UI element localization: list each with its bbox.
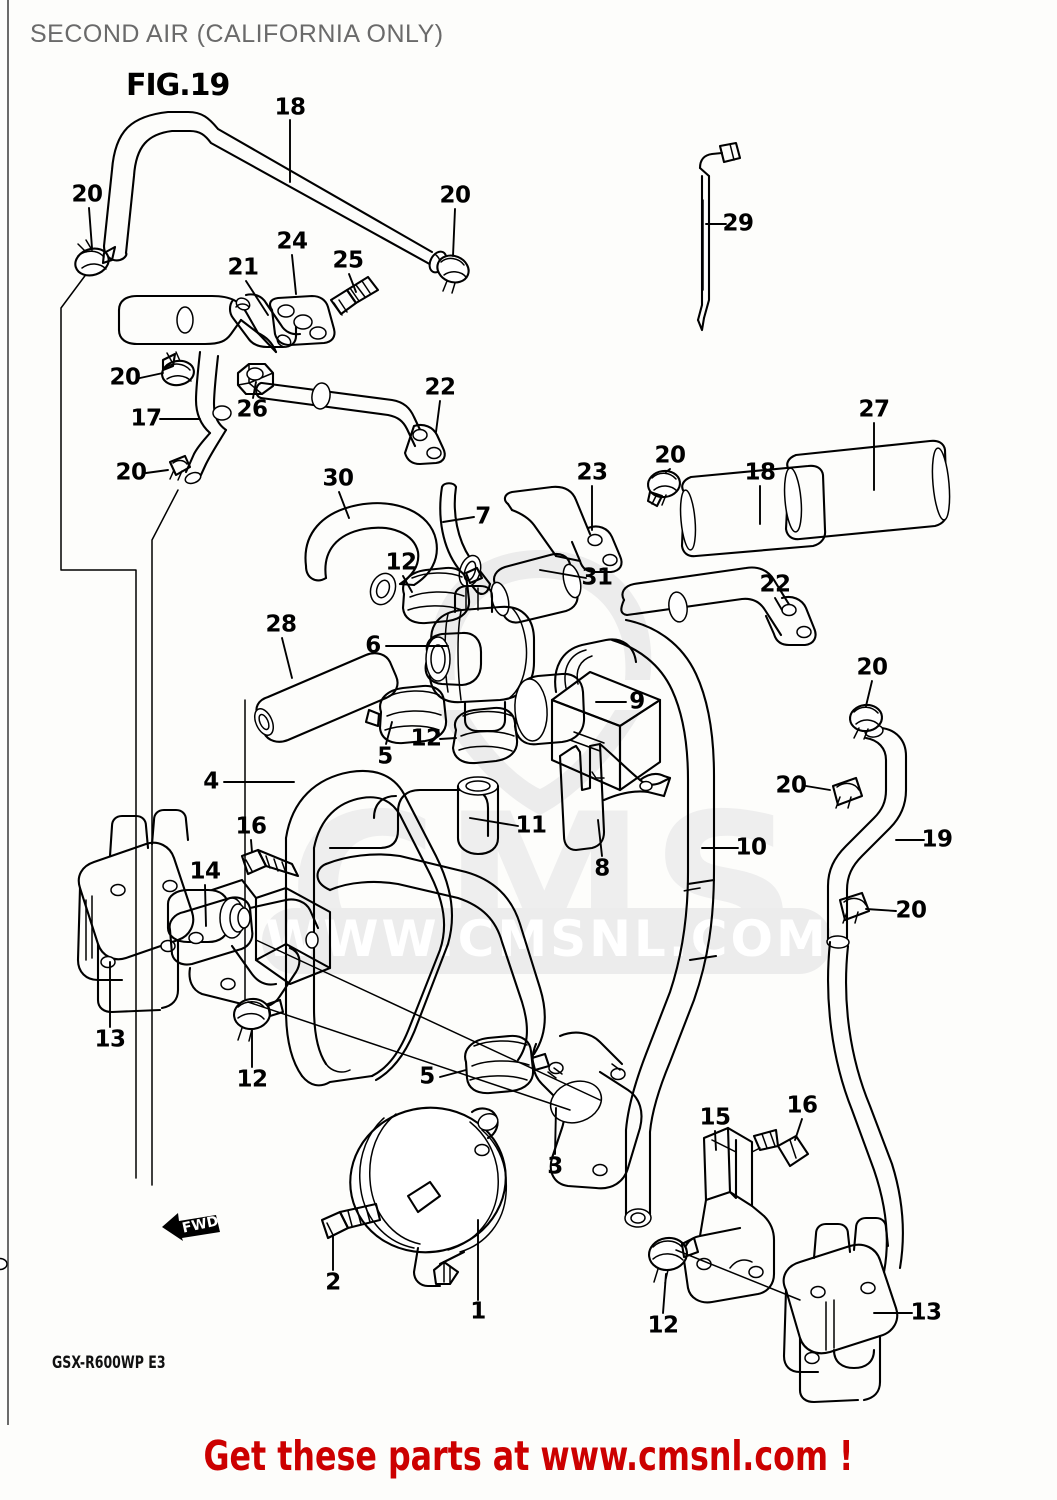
callout-number-12: 12 (410, 725, 442, 752)
callout-number-19: 19 (921, 826, 953, 853)
svg-text:WWW.CMSNL.COM: WWW.CMSNL.COM (265, 910, 829, 968)
part-20-clamp-hose19-mid (831, 776, 864, 809)
part-18-hose-lower (679, 464, 827, 558)
part-22-pipe-lower (620, 566, 817, 647)
part-10-hose (610, 618, 718, 1228)
part-20-clamp-pipe17 (161, 351, 195, 387)
callout-number-13: 13 (94, 1026, 126, 1053)
callout-number-26: 26 (236, 396, 268, 423)
callout-number-18: 18 (744, 459, 776, 486)
fwd-direction-marker: FWD (160, 1210, 222, 1242)
part-8-bracket (558, 742, 672, 852)
part-27-hose (783, 439, 951, 541)
callout-number-12: 12 (236, 1066, 268, 1093)
callout-number-4: 4 (203, 768, 219, 795)
part-13-valve-right (782, 1216, 899, 1404)
figure-label: FIG.19 (126, 68, 230, 103)
part-12-clamp-bottomright (648, 1236, 700, 1284)
part-9-valve-body (513, 638, 662, 792)
part-14-bracket (168, 878, 332, 1009)
callout-number-22: 22 (424, 374, 456, 401)
callout-number-7: 7 (475, 503, 491, 530)
callout-number-29: 29 (722, 210, 754, 237)
footer-cta: Get these parts at www.cmsnl.com ! (203, 1432, 854, 1480)
callout-number-3: 3 (547, 1153, 563, 1180)
callout-number-30: 30 (322, 465, 354, 492)
cms-watermark: CMS WWW.CMSNL.COM (262, 550, 832, 1009)
callout-number-17: 17 (130, 405, 162, 432)
callout-number-8: 8 (594, 855, 610, 882)
callout-number-20: 20 (71, 181, 103, 208)
page-title: SECOND AIR (CALIFORNIA ONLY) (30, 20, 444, 48)
part-20-clamp-pipe17-lower (168, 454, 192, 481)
part-29-cable-tie (696, 141, 742, 332)
callout-number-12: 12 (647, 1312, 679, 1339)
part-4-hose (284, 770, 454, 1087)
callout-number-1: 1 (470, 1298, 486, 1325)
callout-number-5: 5 (377, 743, 393, 770)
part-20-clamp-hose18-lower (646, 469, 681, 508)
callout-number-6: 6 (365, 632, 381, 659)
callout-number-24: 24 (276, 228, 308, 255)
part-20-clamp-hose19-bottom (838, 891, 871, 924)
part-30-hose (304, 502, 438, 606)
callout-number-15: 15 (699, 1104, 731, 1131)
part-2-bolt (320, 1202, 382, 1240)
part-25-bolt (329, 275, 380, 316)
callout-number-31: 31 (581, 564, 613, 591)
callout-number-9: 9 (629, 688, 645, 715)
callout-number-20: 20 (895, 897, 927, 924)
callout-number-28: 28 (265, 611, 297, 638)
callout-number-14: 14 (189, 858, 221, 885)
callout-number-16: 16 (786, 1092, 818, 1119)
callout-number-20: 20 (115, 459, 147, 486)
callout-number-22: 22 (759, 571, 791, 598)
part-16-bolt-lower (752, 1128, 810, 1168)
part-20-clamp-hose18 (436, 254, 470, 294)
part-12-clamp-lowerleft (233, 997, 285, 1042)
callout-number-12: 12 (385, 549, 417, 576)
callout-number-18: 18 (274, 94, 306, 121)
part-12-clamp-above-valve (401, 566, 484, 625)
part-11-elbow-pipe (328, 776, 500, 856)
callout-number-20: 20 (856, 654, 888, 681)
part-19-hose (826, 724, 908, 949)
callout-number-10: 10 (735, 834, 767, 861)
callout-number-2: 2 (325, 1269, 341, 1296)
callout-number-21: 21 (227, 254, 259, 281)
hose-lower-left-curve (316, 853, 546, 1062)
callout-number-20: 20 (654, 442, 686, 469)
scan-edge-line (7, 0, 9, 1425)
callout-number-20: 20 (109, 364, 141, 391)
callout-leaders (88, 119, 925, 1314)
callout-number-11: 11 (515, 812, 547, 839)
part-20-clamp-topleft (74, 239, 117, 277)
callout-number-16: 16 (235, 813, 267, 840)
callout-number-25: 25 (332, 247, 364, 274)
part-20-clamp-hose19-top (848, 703, 884, 740)
callout-number-23: 23 (576, 459, 608, 486)
callout-number-5: 5 (419, 1063, 435, 1090)
part-24-gasket (268, 294, 336, 347)
part-17-elbow-pipe (184, 350, 232, 485)
part-3-bracket (531, 1031, 643, 1190)
part-28-sleeve (253, 652, 399, 743)
callout-number-20: 20 (775, 772, 807, 799)
part-12-clamp-right (451, 706, 533, 765)
callout-number-27: 27 (858, 396, 890, 423)
callout-number-13: 13 (910, 1299, 942, 1326)
callout-number-20: 20 (439, 182, 471, 209)
part-22-pipe-upper (255, 381, 446, 466)
model-code: GSX-R600WP E3 (52, 1353, 166, 1373)
part-1-valve-cover (349, 1106, 508, 1288)
